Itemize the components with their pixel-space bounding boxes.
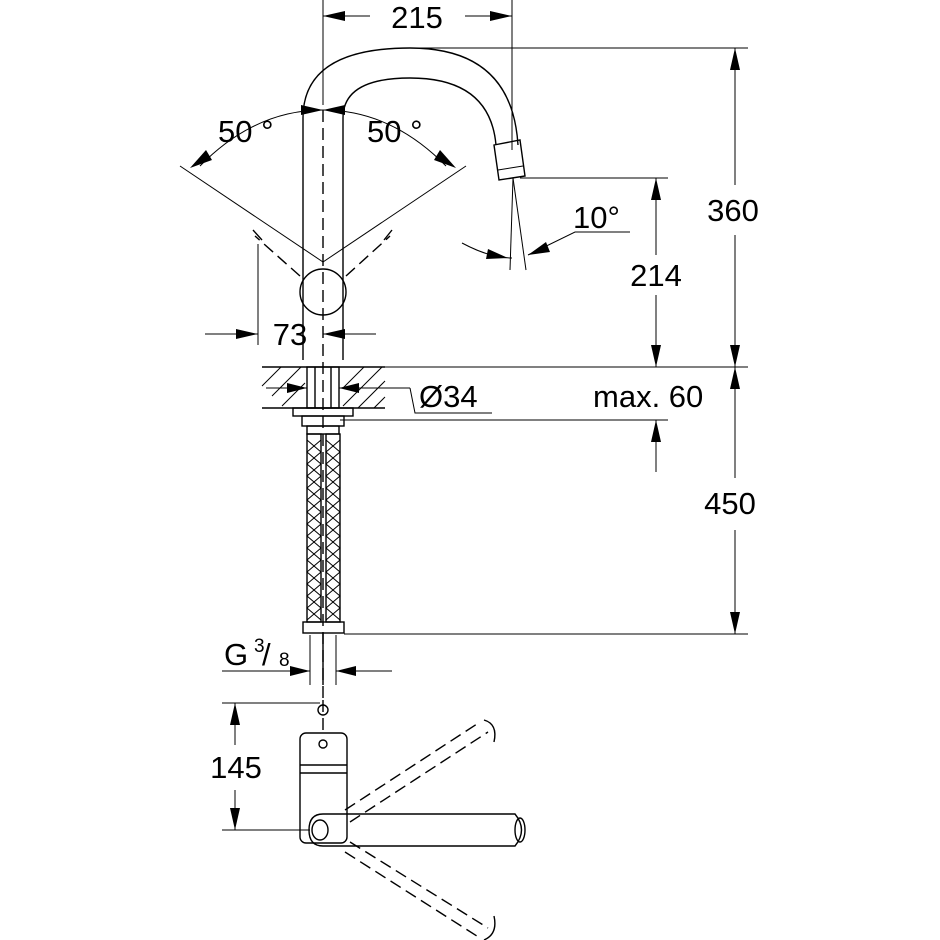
dim-spout-reach-label: 215	[391, 0, 443, 35]
dim-max-thickness: max. 60	[340, 366, 748, 472]
dim-swivel-right-label: 50	[367, 114, 401, 149]
dim-hole-diameter: Ø34	[266, 379, 492, 414]
dim-connection-denominator: 8	[279, 650, 290, 671]
dim-hole-diameter-label: Ø34	[419, 379, 478, 414]
dim-swivel: 50 ° 50 °	[179, 105, 467, 263]
dim-swivel-right-degree: °	[410, 114, 422, 149]
dim-hose-length-label: 450	[704, 486, 756, 521]
dim-hose-length: 450	[344, 367, 756, 635]
svg-text:50 °: 50 °	[367, 114, 423, 149]
spout	[302, 47, 526, 360]
dim-spout-height-label: 214	[630, 258, 682, 293]
dim-total-height: 360	[410, 47, 759, 367]
dim-spout-height: 214	[520, 177, 682, 367]
dim-spout-reach: 215	[322, 0, 513, 150]
dim-plan-depth: 145	[210, 702, 320, 831]
dim-connection-numerator: 3	[254, 636, 265, 657]
dim-swivel-left-degree: °	[261, 114, 273, 149]
plan-view	[299, 700, 526, 940]
mounting-nut	[292, 407, 354, 435]
supply-hoses	[302, 433, 345, 685]
dim-connection-prefix: G	[224, 637, 248, 672]
dim-total-height-label: 360	[707, 193, 759, 228]
dim-handle-offset: 73	[205, 244, 376, 352]
dim-plan-depth-label: 145	[210, 750, 262, 785]
lever-handle	[252, 229, 393, 316]
dim-connection-thread: G 3 / 8	[222, 635, 392, 685]
svg-text:50 °: 50 °	[218, 114, 274, 149]
svg-text:/: /	[262, 637, 271, 672]
dim-spout-angle-label: 10°	[573, 200, 620, 235]
dim-swivel-left-label: 50	[218, 114, 252, 149]
dim-max-thickness-label: max. 60	[593, 379, 703, 414]
dim-spout-angle: 10°	[461, 200, 630, 259]
dim-handle-offset-label: 73	[273, 317, 307, 352]
